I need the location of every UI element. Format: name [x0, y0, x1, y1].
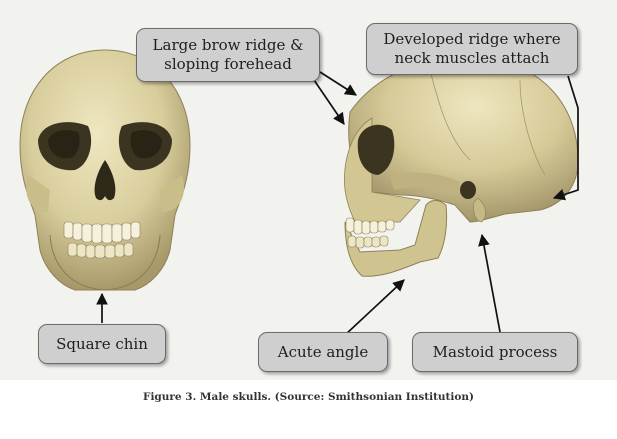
- callout-acute-angle-label: Acute angle: [277, 342, 369, 361]
- front-skull: [19, 49, 191, 291]
- callout-mastoid-process-label: Mastoid process: [432, 342, 558, 361]
- callout-neck-ridge-line2: neck muscles attach: [394, 49, 550, 67]
- acute-angle-arrow: [344, 279, 405, 336]
- callout-acute-angle: Acute angle: [258, 332, 388, 372]
- mastoid-process-arrow: [478, 233, 501, 333]
- callout-square-chin: Square chin: [38, 324, 166, 364]
- neck-ridge-arrow: [552, 75, 579, 201]
- callout-neck-ridge: Developed ridge where neck muscles attac…: [366, 23, 578, 75]
- figure-caption: Figure 3. Male skulls. (Source: Smithson…: [142, 391, 475, 403]
- callout-mastoid-process: Mastoid process: [412, 332, 578, 372]
- callout-brow-ridge: Large brow ridge & sloping forehead: [136, 28, 320, 82]
- side-skull: [344, 57, 579, 277]
- callout-neck-ridge-line1: Developed ridge where: [383, 30, 561, 48]
- callout-brow-ridge-line2: sloping forehead: [164, 55, 292, 73]
- brow-ridge-arrow-forehead: [319, 71, 358, 96]
- brow-ridge-arrow-brow: [313, 79, 345, 125]
- callout-brow-ridge-line1: Large brow ridge &: [152, 36, 304, 54]
- callout-square-chin-label: Square chin: [56, 334, 148, 353]
